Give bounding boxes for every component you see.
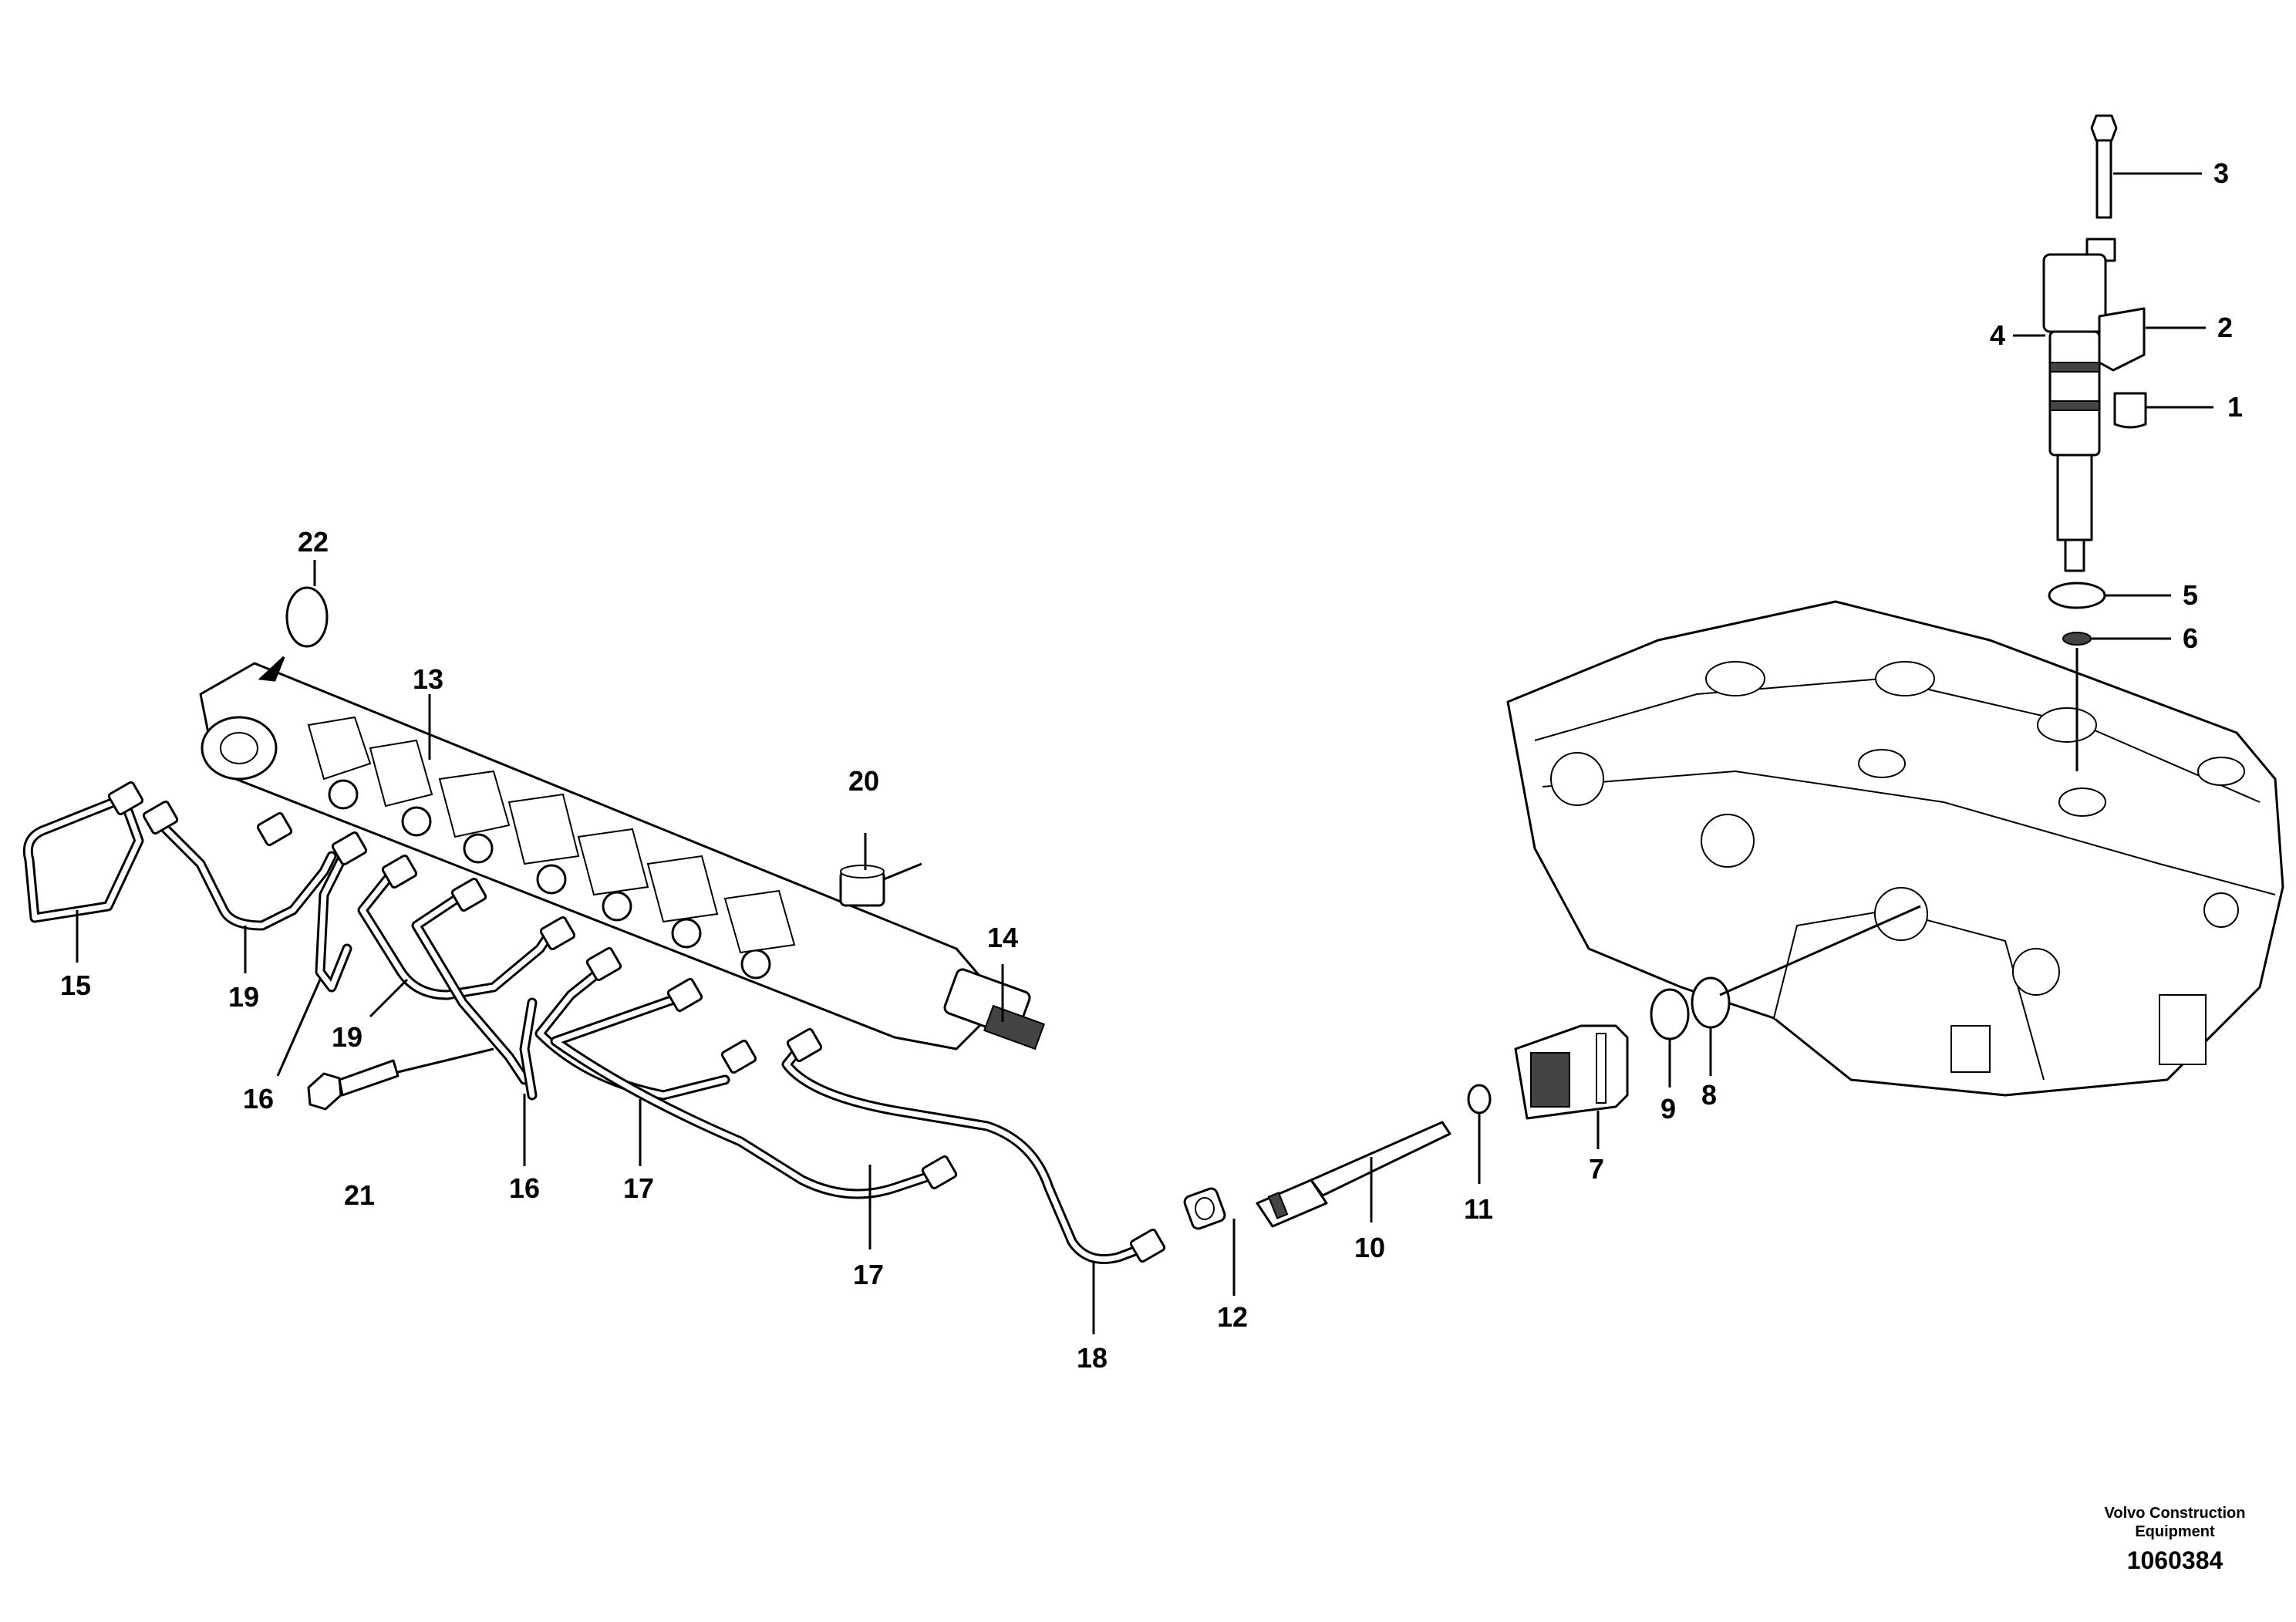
callout-8: 8 — [1701, 1079, 1717, 1111]
housing-o-ring-8 — [1691, 976, 1731, 1029]
callout-18: 18 — [1077, 1342, 1108, 1374]
callout-11: 11 — [1464, 1193, 1493, 1225]
injector — [2042, 238, 2116, 572]
direction-arrow-line — [267, 656, 285, 679]
callout-20: 20 — [848, 765, 879, 797]
leak-off-connector — [2098, 307, 2146, 372]
callout-21: 21 — [344, 1179, 375, 1211]
injector-bolt — [2090, 114, 2118, 219]
callout-7: 7 — [1589, 1153, 1604, 1185]
direction-arrow-icon — [258, 656, 285, 682]
callout-16: 16 — [243, 1083, 274, 1114]
callout-17: 17 — [623, 1172, 654, 1204]
publisher-credit: Volvo Construction Equipment — [2052, 1504, 2296, 1541]
callout-10: 10 — [1354, 1232, 1385, 1263]
pressure-pipe-connector — [1256, 1121, 1451, 1228]
callout-15: 15 — [60, 969, 91, 1001]
callout-1: 1 — [2227, 391, 2243, 423]
callout-3: 3 — [2213, 157, 2229, 189]
fuel-pipes — [22, 793, 1155, 1264]
callout-16-b: 16 — [509, 1172, 540, 1204]
callout-13: 13 — [413, 663, 443, 695]
callout-22: 22 — [298, 526, 329, 558]
callout-6: 6 — [2183, 622, 2198, 654]
pipe-nuts — [107, 781, 1166, 1263]
rail-o-ring — [285, 586, 329, 648]
injector-o-ring — [2048, 582, 2106, 609]
cylinder-head — [1506, 600, 2284, 1097]
publisher-name-line1: Volvo Construction — [2104, 1505, 2246, 1522]
rail-bolt — [307, 1059, 400, 1111]
pipe-nut-12 — [1183, 1187, 1226, 1230]
spacer-sleeve — [839, 865, 885, 907]
leader-lines — [76, 172, 2213, 1334]
drawing-number: 1060384 — [2126, 1546, 2224, 1574]
callout-9: 9 — [1660, 1093, 1676, 1125]
rail-pressure-sensor — [943, 968, 1045, 1050]
common-rail — [199, 662, 1004, 1050]
callout-17-b: 17 — [853, 1259, 884, 1290]
callout-labels: 1 2 3 4 5 6 7 8 9 10 11 12 13 14 15 16 1… — [60, 157, 2243, 1374]
callout-12: 12 — [1217, 1301, 1248, 1333]
callout-4: 4 — [1990, 319, 2005, 351]
connector-o-ring-11 — [1467, 1084, 1492, 1114]
callout-2: 2 — [2217, 312, 2233, 343]
housing-centerline — [1719, 905, 1921, 996]
injector-copper-washer — [2062, 632, 2092, 646]
connector-housing — [1514, 1024, 1629, 1120]
callout-19-b: 19 — [332, 1021, 362, 1053]
callout-14: 14 — [987, 922, 1018, 953]
protective-cap — [2113, 392, 2147, 429]
publisher-name-line2: Equipment — [2135, 1523, 2215, 1540]
callout-19: 19 — [228, 981, 259, 1013]
housing-o-ring-9 — [1650, 988, 1690, 1040]
callout-5: 5 — [2183, 579, 2198, 611]
